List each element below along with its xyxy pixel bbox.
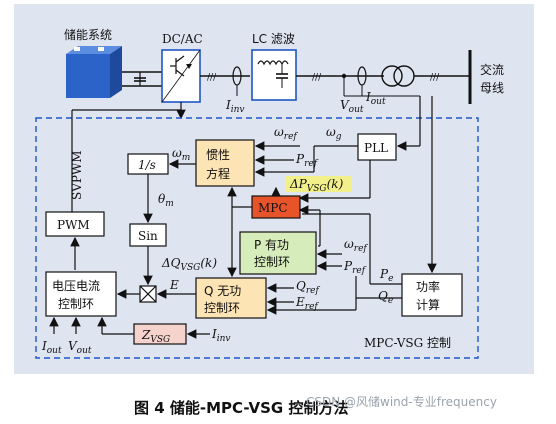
e-label: E (169, 278, 179, 292)
power-calc-block (401, 273, 463, 317)
lc-filter (251, 49, 297, 101)
omega-g-label: ωg (326, 125, 342, 142)
svg-text:控制环: 控制环 (254, 255, 290, 269)
dp-vsg-highlight (286, 176, 352, 192)
dcac-converter (161, 49, 201, 103)
p-loop-block (239, 231, 317, 275)
omega-ref2-label: ωref (344, 237, 368, 254)
svg-text:Sin: Sin (138, 229, 158, 243)
storage-system: 储能系统 (64, 27, 122, 98)
i-inv-b-label: Iinv (211, 327, 231, 344)
p-e-label: Pe (379, 267, 393, 284)
v-out-label: Vout (340, 98, 364, 115)
v-out-b-label: Vout (68, 339, 92, 356)
grid-label-line2: 母线 (480, 81, 504, 95)
multiplier-icon (139, 285, 157, 303)
i-out-label: Iout (365, 90, 386, 107)
q-e-label: Qe (378, 289, 393, 306)
i-inv-label: Iinv (225, 98, 245, 115)
watermark: CSDN @风储wind-专业frequency (306, 394, 497, 409)
svg-text:PLL: PLL (364, 141, 388, 155)
dcac-label: DC/AC (162, 32, 203, 46)
svg-text:MPC: MPC (258, 201, 288, 215)
omega-m-label: ωm (172, 146, 190, 163)
svg-text:///: /// (430, 73, 440, 83)
svg-text:///: /// (312, 73, 322, 83)
svg-text:方程: 方程 (206, 166, 230, 181)
dq-vsg-label: ΔQVSG(k) (161, 256, 217, 273)
igbt-icon (170, 55, 192, 77)
inertia-equation-block (195, 139, 255, 187)
svg-text:///: /// (207, 73, 217, 83)
lc-filter-label: LC 滤波 (252, 32, 295, 46)
vi-loop-block (45, 271, 117, 317)
svg-text:电压电流: 电压电流 (52, 279, 100, 293)
omega-ref-label: ωref (274, 125, 298, 142)
p-ref-label: Pref (295, 152, 319, 169)
svg-text:功率: 功率 (416, 279, 440, 294)
svg-text:惯性: 惯性 (206, 147, 230, 162)
svg-text:Q 无功: Q 无功 (204, 284, 241, 298)
pwm-block (45, 211, 105, 237)
svg-text:1/s: 1/s (138, 158, 156, 172)
svg-text:P 有功: P 有功 (254, 238, 289, 252)
theta-m-label: θm (158, 192, 174, 209)
grid-label-line1: 交流 (480, 62, 504, 77)
pll-block (357, 133, 397, 161)
svg-text:控制环: 控制环 (58, 297, 94, 311)
svpwm-label: SVPWM (70, 150, 84, 200)
battery-icon (66, 46, 122, 98)
figure-caption: 图 4 储能-MPC-VSG 控制方法 (134, 399, 348, 417)
zvsg-block (133, 323, 187, 345)
svg-text:计算: 计算 (416, 297, 440, 312)
storage-label: 储能系统 (64, 27, 112, 42)
svg-text:ZVSG: ZVSG (141, 328, 170, 345)
svg-text:PWM: PWM (57, 218, 90, 232)
dp-vsg-label: ΔPVSG(k) (289, 177, 344, 194)
p-ref2-label: Pref (343, 259, 367, 276)
control-region (35, 117, 479, 359)
q-loop-block (195, 277, 267, 319)
q-ref-label: Qref (296, 279, 320, 296)
inductor-icon (257, 60, 289, 66)
svg-text:控制环: 控制环 (204, 301, 240, 315)
i-out-b-label: Iout (41, 339, 62, 356)
control-region-label: MPC-VSG 控制 (364, 336, 451, 350)
e-ref-label: Eref (295, 295, 319, 312)
